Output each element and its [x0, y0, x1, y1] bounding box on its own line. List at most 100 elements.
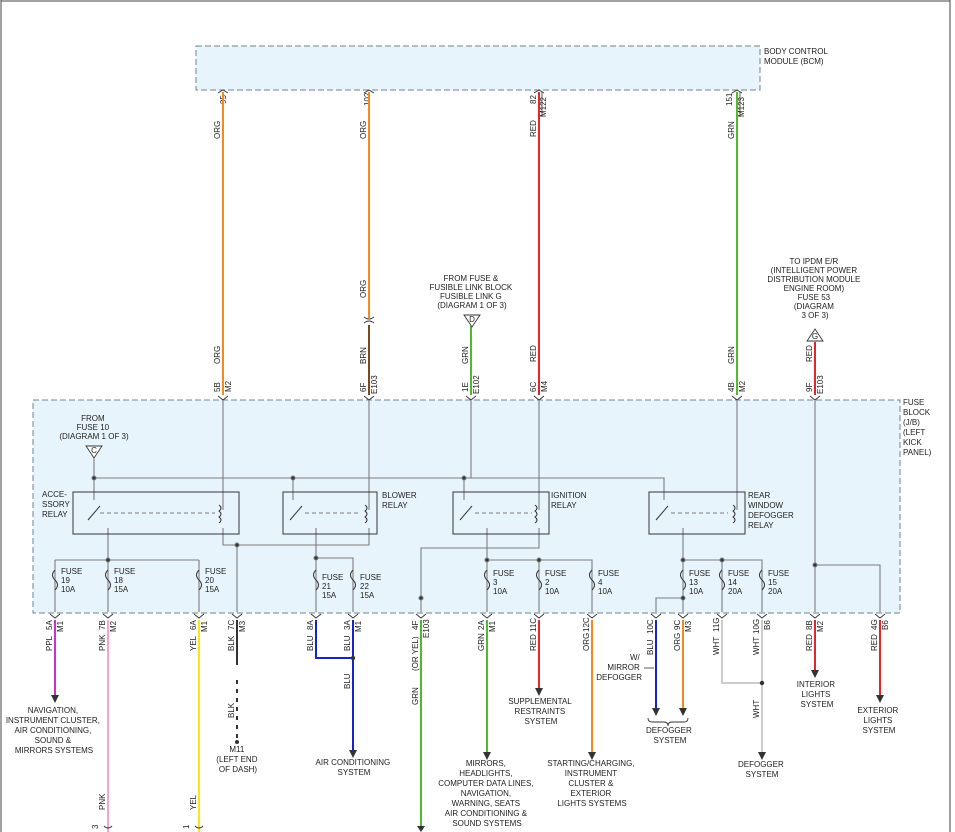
svg-text:YEL: YEL — [189, 635, 198, 651]
bcm-label-line: MODULE (BCM) — [764, 57, 824, 66]
svg-text:11G: 11G — [712, 617, 721, 632]
svg-text:8B: 8B — [805, 620, 814, 630]
destination-labels: NAVIGATION, INSTRUMENT CLUSTER, AIR COND… — [6, 653, 900, 828]
svg-text:M2: M2 — [738, 380, 747, 392]
svg-text:EXTERIOR LIGHTS SY: EXTERIOR LIGHTS SYSTEM — [857, 706, 900, 735]
svg-text:4G: 4G — [870, 619, 879, 630]
bcm-pin-82: 82 — [529, 95, 538, 104]
svg-text:7B: 7B — [98, 620, 107, 630]
svg-text:BLU: BLU — [306, 635, 315, 651]
svg-text:WHT: WHT — [752, 700, 761, 718]
svg-text:NAVIGATION, INSTRUMENT C: NAVIGATION, INSTRUMENT CLUSTER, AIR COND… — [6, 706, 102, 755]
svg-text:M1: M1 — [488, 620, 497, 632]
svg-text:ORG: ORG — [673, 633, 682, 651]
svg-text:M2: M2 — [109, 620, 118, 632]
svg-text:ORG: ORG — [359, 121, 368, 139]
svg-text:6F: 6F — [359, 383, 368, 392]
svg-text:5B: 5B — [213, 382, 222, 392]
output-connectors — [49, 613, 886, 619]
svg-text:ORG: ORG — [359, 280, 368, 298]
svg-text:SUPPLEMENTAL RESTRAINTS: SUPPLEMENTAL RESTRAINTS SYSTEM — [508, 697, 573, 726]
fuse-block-box — [32, 399, 901, 614]
svg-text:E103: E103 — [422, 619, 431, 638]
relay-ignition: IGNITION RELAY — [452, 491, 587, 535]
relay-blower: BLOWER RELAY — [282, 491, 419, 535]
bcm-pin-151: 151 — [725, 92, 734, 106]
source-g: TO IPDM E/R (INTELLIGENT POWER DISTRIBUT… — [767, 257, 862, 342]
svg-text:G: G — [812, 332, 818, 341]
svg-text:FROM FUSE & FUSIBLE LINK: FROM FUSE & FUSIBLE LINK BLOCK FUSIBLE L… — [430, 274, 515, 310]
svg-text:4B: 4B — [727, 382, 736, 392]
svg-text:RED: RED — [805, 634, 814, 651]
svg-text:WHT: WHT — [752, 637, 761, 655]
svg-text:INTERIOR LIGHTS SY: INTERIOR LIGHTS SYSTEM — [797, 680, 837, 709]
svg-text:M1: M1 — [56, 620, 65, 632]
svg-text:(OR YEL): (OR YEL) — [411, 636, 420, 671]
svg-text:PNK: PNK — [98, 634, 107, 651]
svg-text:BRN: BRN — [359, 347, 368, 364]
output-wires — [54, 620, 881, 832]
svg-text:12C: 12C — [582, 617, 591, 632]
svg-text:AIR CONDITIONING SYSTEM: AIR CONDITIONING SYSTEM — [316, 758, 393, 777]
bcm-conn-m122: M122 — [539, 96, 548, 117]
svg-text:FROM FUSE 10 (DIAG: FROM FUSE 10 (DIAGRAM 1 OF 3) — [59, 414, 129, 441]
svg-text:RED: RED — [805, 345, 814, 362]
svg-text:BLU: BLU — [343, 673, 352, 689]
bcm-pin-102: 102 — [363, 92, 372, 106]
svg-text:ORG: ORG — [213, 346, 222, 364]
svg-text:M3: M3 — [238, 620, 247, 632]
svg-text:RED: RED — [529, 634, 538, 651]
svg-text:PPL: PPL — [45, 635, 54, 651]
svg-text:B6: B6 — [881, 620, 890, 630]
svg-text:BLU: BLU — [343, 635, 352, 651]
bcm-pins: 95 102 82 M122 151 M123 — [219, 92, 746, 117]
svg-text:RED: RED — [529, 345, 538, 362]
top-wire-labels: ORG ORG ORG ORG BRN GRN RED RED GRN GRN … — [213, 120, 814, 364]
bcm-label: BODY CONTROL MODULE (BCM) — [764, 47, 830, 66]
svg-text:1E: 1E — [461, 382, 470, 392]
inline-connector — [363, 316, 375, 324]
svg-text:BLK: BLK — [227, 702, 236, 718]
svg-text:M11 (LEFT END OF D: M11 (LEFT END OF DASH) — [216, 745, 259, 774]
svg-text:11C: 11C — [529, 618, 538, 632]
svg-text:6A: 6A — [189, 620, 198, 630]
svg-text:1: 1 — [182, 824, 191, 829]
bcm-conn-m123: M123 — [737, 96, 746, 117]
svg-text:TO IPDM E/R (INTELLIGENT: TO IPDM E/R (INTELLIGENT POWER DISTRIBUT… — [767, 257, 862, 320]
svg-text:M1: M1 — [200, 620, 209, 632]
svg-text:RED: RED — [529, 120, 538, 137]
svg-text:GRN: GRN — [477, 633, 486, 651]
svg-text:7C: 7C — [227, 620, 236, 630]
svg-text:BLK: BLK — [227, 635, 236, 651]
output-wire-labels: PPL PNK YEL BLK BLU BLU (OR YEL) GRN RED… — [45, 633, 879, 829]
svg-text:REAR WINDOW DEFOGG: REAR WINDOW DEFOGGER RELAY — [748, 491, 796, 530]
svg-text:M2: M2 — [224, 380, 233, 392]
svg-text:6C: 6C — [529, 382, 538, 392]
svg-text:10C: 10C — [646, 619, 655, 634]
source-d: FROM FUSE & FUSIBLE LINK BLOCK FUSIBLE L… — [430, 274, 515, 328]
bcm-connectors — [217, 89, 743, 94]
svg-text:YEL: YEL — [189, 794, 198, 810]
svg-text:8A: 8A — [306, 620, 315, 630]
svg-text:10G: 10G — [752, 619, 761, 634]
svg-text:2A: 2A — [477, 620, 486, 630]
svg-text:M3: M3 — [684, 620, 693, 632]
svg-text:GRN: GRN — [461, 346, 470, 364]
svg-text:BLOWER RELAY: BLOWER RELAY — [382, 491, 419, 510]
svg-text:DEFOGGER SYSTEM: DEFOGGER SYSTEM — [738, 760, 786, 779]
bcm-box — [195, 45, 761, 91]
output-pin-labels: 5A M1 7B M2 6A M1 7C M3 8A 3A M1 4F E103… — [45, 617, 890, 638]
svg-text:MIRRORS, HEADLIGHTS,: MIRRORS, HEADLIGHTS, COMPUTER DATA LINES… — [438, 759, 536, 828]
svg-text:GRN: GRN — [727, 346, 736, 364]
svg-text:W/ MIRROR DEFOGGER: W/ MIRROR DEFOGGER — [596, 653, 642, 682]
